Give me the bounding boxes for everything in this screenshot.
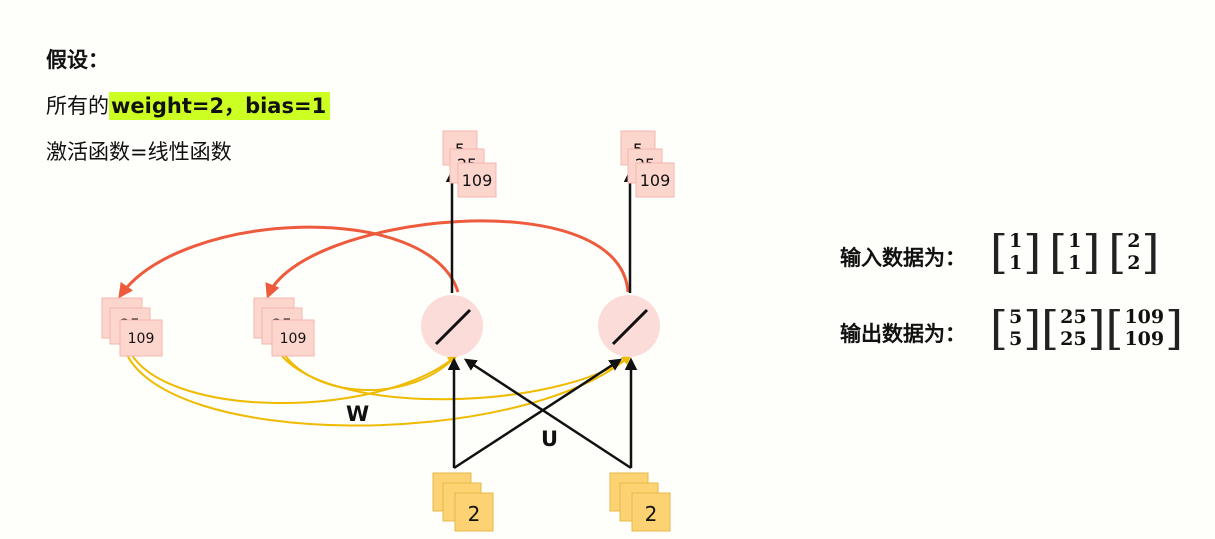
output-stack-1: 5 25 109 — [442, 130, 497, 198]
assumption-prefix: 所有的 — [46, 94, 109, 118]
assumption-line: 所有的weight=2，bias=1 — [46, 90, 331, 120]
memory-1-value: 109 — [128, 331, 155, 347]
memory-link-1b — [123, 347, 632, 427]
memory-link-2b — [275, 347, 631, 401]
neuron-2 — [598, 295, 660, 357]
input-2-value: 2 — [645, 502, 658, 526]
activation-line: 激活函数=线性函数 — [46, 140, 232, 164]
recurrent-arrow-1 — [118, 225, 460, 299]
recurrent-arrows — [118, 219, 630, 299]
input1-to-neuron2 — [453, 358, 623, 470]
memory-stack-1: 5 25 109 — [101, 297, 163, 357]
input-stack-2: 2 — [609, 472, 671, 532]
heading: 假设： — [46, 48, 109, 72]
neuron-1 — [421, 295, 483, 357]
output-data-label: 输出数据为： — [840, 322, 966, 346]
output-2-value: 109 — [640, 171, 671, 190]
memory-stack-2: 5 25 109 — [253, 297, 315, 357]
input-1-value: 2 — [468, 502, 481, 526]
w-label: W — [346, 402, 369, 426]
u-label: U — [541, 427, 558, 451]
connections — [445, 169, 638, 470]
input2-to-neuron1 — [463, 358, 632, 470]
memory-2-value: 109 — [280, 331, 307, 347]
recurrent-arrow-2 — [265, 219, 630, 299]
input-stack-1: 2 — [432, 472, 494, 532]
output-stack-2: 5 25 109 — [620, 130, 675, 198]
assumption-highlight: weight=2，bias=1 — [109, 92, 331, 120]
memory-link-1a — [127, 347, 458, 404]
output-1-value: 109 — [462, 171, 493, 190]
memory-link-2a — [279, 347, 457, 391]
memory-links — [123, 347, 632, 427]
input-data-label: 输入数据为： — [840, 246, 966, 270]
